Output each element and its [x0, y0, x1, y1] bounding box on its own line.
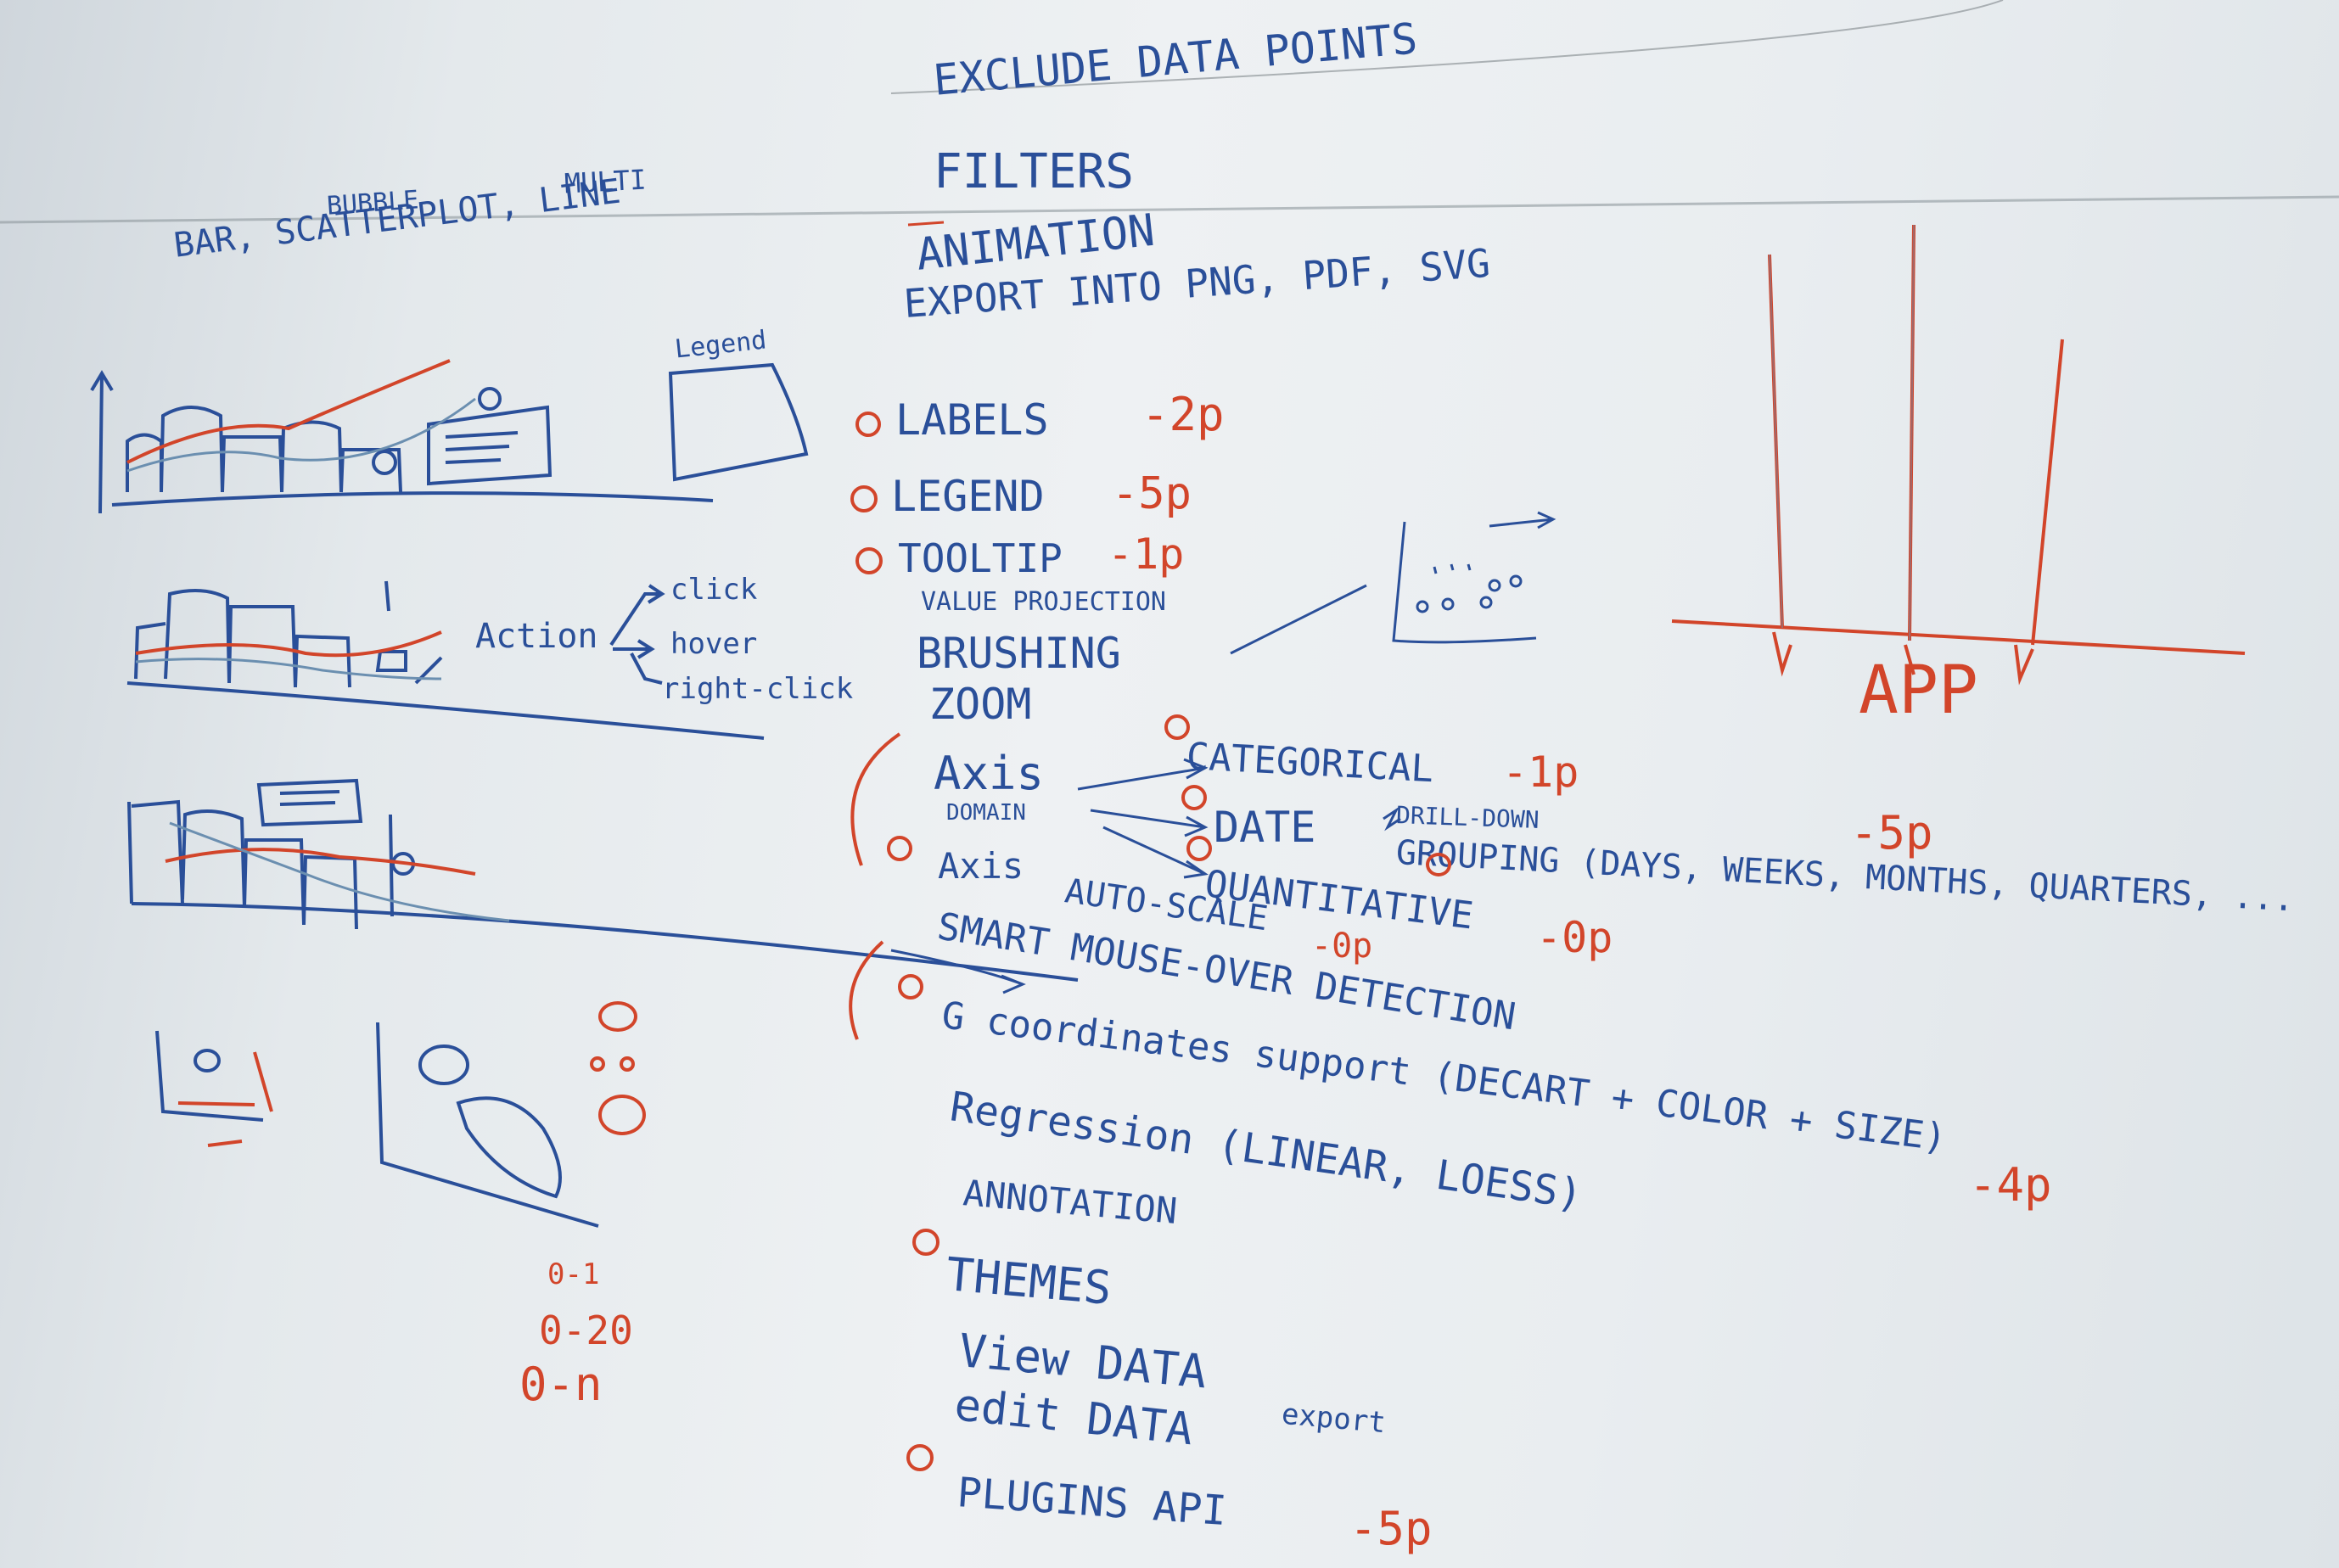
quantitative-estimate: -0p: [1536, 913, 1613, 962]
plugins-estimate: -5p: [1349, 1502, 1433, 1555]
sketch-chart-3: [127, 778, 1079, 982]
feature-brushing: BRUSHING: [917, 629, 1121, 678]
axis-drill-down: DRILL-DOWN: [1395, 801, 1540, 834]
action-hover: hover: [670, 627, 758, 661]
bubble-circle-small: [598, 1001, 637, 1032]
feature-labels: LABELS: [895, 395, 1049, 445]
feature-legend: LEGEND: [891, 472, 1045, 521]
action-click: click: [670, 573, 758, 607]
themes-check: [912, 1229, 940, 1256]
labels-check: [855, 412, 881, 437]
bubble-circle-tiny: [590, 1056, 605, 1072]
bubble-circle-tiny-2: [620, 1056, 635, 1072]
axis-domain: DOMAIN: [946, 800, 1026, 826]
scale-0-1: 0-1: [547, 1257, 600, 1291]
auto-scale-estimate: -0p: [1311, 927, 1373, 966]
labels-estimate: -2p: [1141, 388, 1225, 441]
feature-filters: FILTERS: [934, 144, 1135, 199]
plugins-check: [906, 1444, 934, 1471]
categorical-estimate: -1p: [1502, 748, 1579, 797]
feature-axis: Axis: [934, 747, 1045, 800]
scale-0-20: 0-20: [539, 1308, 633, 1353]
action-label: Action: [475, 617, 598, 656]
board-seam: [0, 195, 2339, 224]
action-right-click: right-click: [662, 672, 854, 706]
date-check: [1181, 785, 1207, 810]
bubble-circle-large: [598, 1095, 646, 1135]
grouping-estimate: -5p: [1850, 806, 1933, 860]
axis-date: DATE: [1214, 803, 1316, 852]
auto-scale-check: [887, 836, 912, 861]
scatter-sketch: [1392, 511, 1557, 644]
feature-zoom: ZOOM: [929, 680, 1032, 729]
grouping-check: [1426, 853, 1451, 876]
coordinates-check: [898, 974, 923, 1000]
sketch-chart-1: [90, 370, 714, 514]
tooltip-check: [855, 547, 883, 574]
small-sketches: [155, 1022, 599, 1228]
legend-estimate: -5p: [1112, 468, 1192, 519]
tooltip-estimate: -1p: [1108, 529, 1185, 579]
categorical-check: [1164, 714, 1190, 740]
app-sketch: [1671, 224, 2246, 686]
coordinates-estimate: -4p: [1969, 1158, 2052, 1212]
feature-view-export: export: [1280, 1397, 1388, 1441]
scale-0-n: 0-n: [519, 1358, 603, 1411]
quantitative-check: [1186, 836, 1212, 861]
legend-box-sketch: [668, 362, 809, 482]
feature-value-projection: VALUE PROJECTION: [921, 587, 1166, 617]
feature-tooltip: TOOLTIP: [898, 535, 1063, 581]
feature-axis-auto: Axis: [938, 845, 1024, 887]
legend-check: [850, 485, 878, 512]
sketch-chart-2: [126, 580, 765, 740]
app-label: APP: [1859, 652, 1978, 729]
feature-themes: THEMES: [944, 1247, 1114, 1315]
